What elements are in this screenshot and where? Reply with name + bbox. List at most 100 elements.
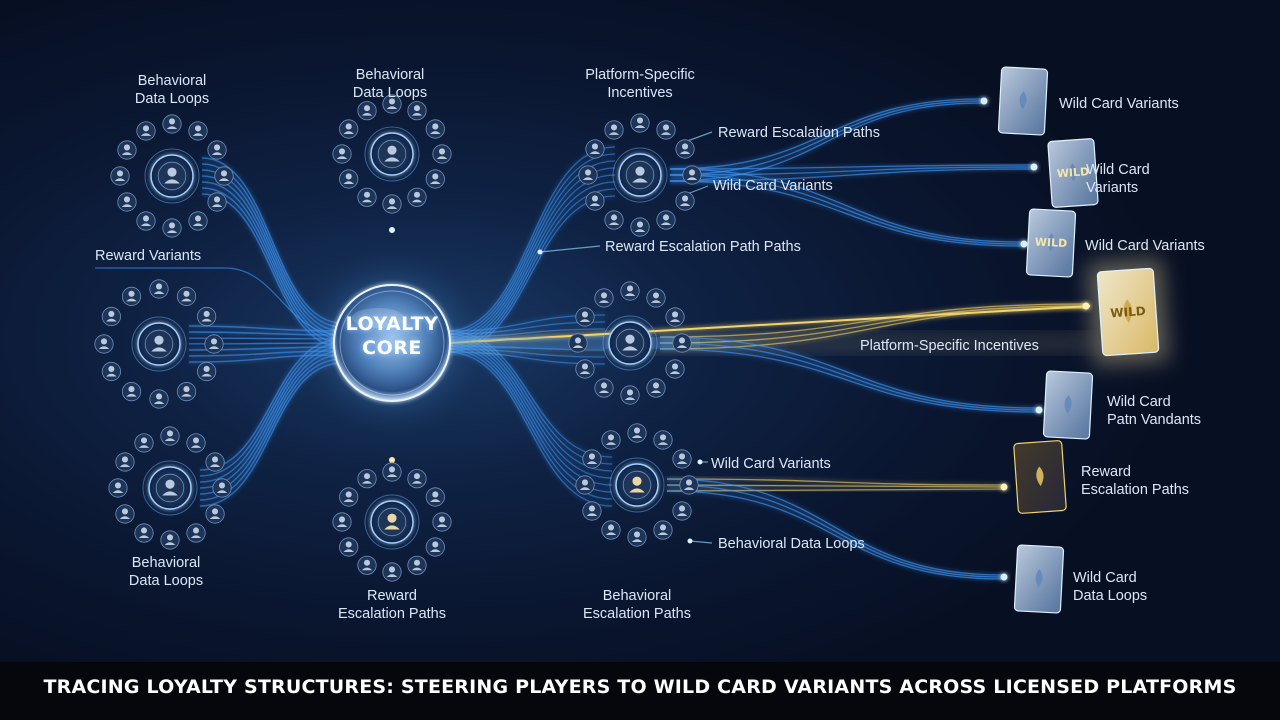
person-icon: [594, 288, 614, 308]
person-icon: [425, 169, 445, 189]
endpoint-dot: [1000, 573, 1008, 581]
playing-card: [1042, 370, 1094, 440]
flow-label-wild-card-variants-2: Wild Card Variants: [711, 456, 831, 472]
cluster-label-top-center: Behavioral Data Loops: [352, 67, 428, 101]
person-icon: [594, 378, 614, 398]
person-icon: [134, 433, 154, 453]
flow-line: [666, 478, 1003, 486]
person-icon: [214, 166, 234, 186]
person-icon: [188, 121, 208, 141]
playing-card: [1013, 544, 1065, 614]
person-icon: [176, 286, 197, 306]
person-icon: [620, 385, 640, 405]
flow-label-behavioral-data-loops: Behavioral Data Loops: [718, 536, 865, 552]
player-cluster: [332, 94, 452, 214]
person-icon: [630, 217, 650, 237]
person-icon: [188, 211, 208, 231]
person-icon: [117, 192, 137, 212]
flow-line: [669, 180, 1023, 247]
person-icon: [665, 359, 685, 379]
person-icon: [134, 523, 154, 543]
spade-icon: [1123, 299, 1133, 323]
cluster-label-bottom-right: Behavioral Escalation Paths: [582, 588, 691, 622]
flow-line: [666, 484, 1003, 578]
person-icon: [204, 334, 224, 354]
label-line: [539, 245, 601, 253]
caption-title: TRACING LOYALTY STRUCTURES: STEERING PLA…: [43, 676, 1237, 698]
playing-card: [997, 66, 1049, 136]
reward-variants-label: Reward Variants: [95, 248, 202, 264]
cluster-label-bottom-center: Reward Escalation Paths: [337, 588, 446, 622]
spade-icon: [1047, 233, 1055, 252]
person-icon: [186, 433, 206, 453]
person-icon: [115, 452, 135, 472]
person-icon: [407, 101, 427, 121]
player-cluster: [568, 281, 692, 405]
person-icon: [627, 423, 647, 443]
flow-line: [669, 164, 1033, 170]
person-icon: [425, 119, 445, 139]
person-icon: [339, 487, 359, 507]
flow-line: [666, 484, 1003, 488]
person-icon: [601, 520, 621, 540]
hub-ring: [142, 460, 198, 516]
person-icon: [382, 194, 402, 214]
card-label-3: Wild Card Variants: [1085, 238, 1205, 254]
person-icon: [604, 210, 624, 230]
person-icon: [157, 161, 187, 191]
person-icon: [332, 144, 352, 164]
person-icon: [377, 507, 407, 537]
person-icon: [101, 361, 121, 382]
person-icon: [575, 307, 595, 327]
label-dot: [537, 249, 543, 255]
flow-line: [669, 98, 983, 170]
hub-ring: [602, 315, 658, 371]
label-dot: [687, 538, 693, 544]
person-icon: [675, 191, 695, 211]
person-icon: [197, 306, 217, 327]
person-icon: [646, 378, 666, 398]
person-icon: [149, 389, 169, 409]
card-label-7: Wild Card Data Loops: [1073, 570, 1148, 604]
card-label-2: Wild Card Variants: [1086, 162, 1150, 196]
person-icon: [357, 187, 377, 207]
person-icon: [136, 211, 156, 231]
card-face-text: WILD: [1035, 235, 1068, 250]
person-icon: [357, 101, 377, 121]
person-icon: [382, 94, 402, 114]
flow-line: [659, 342, 1038, 411]
flow-line: [669, 166, 1033, 176]
person-icon: [160, 530, 180, 550]
person-icon: [110, 166, 130, 186]
person-icon: [212, 478, 232, 498]
label-line: [689, 540, 713, 544]
cluster-label-top-left: Behavioral Data Loops: [134, 73, 210, 107]
card-label-1: Wild Card Variants: [1059, 96, 1179, 112]
person-icon: [425, 487, 445, 507]
person-icon: [108, 478, 128, 498]
flow-label-platform-incentives: Platform-Specific Incentives: [860, 338, 1039, 354]
person-icon: [425, 537, 445, 557]
person-icon: [582, 501, 602, 521]
spade-icon: [1035, 569, 1043, 588]
person-icon: [620, 281, 640, 301]
endpoint-dot: [1000, 483, 1008, 491]
endpoint-dot: [1030, 163, 1038, 171]
spade-icon: [1019, 91, 1027, 110]
person-icon: [117, 140, 137, 160]
person-icon: [585, 191, 605, 211]
playing-card: WILD: [1047, 138, 1099, 208]
person-icon: [339, 537, 359, 557]
person-icon: [615, 328, 645, 358]
spade-icon: [1064, 395, 1072, 414]
person-icon: [332, 512, 352, 532]
person-icon: [136, 121, 156, 141]
person-icon: [682, 165, 702, 185]
endpoint-dot: [1082, 302, 1090, 310]
person-icon: [160, 426, 180, 446]
player-cluster: [94, 279, 224, 409]
person-icon: [630, 113, 650, 133]
person-icon: [625, 160, 655, 190]
